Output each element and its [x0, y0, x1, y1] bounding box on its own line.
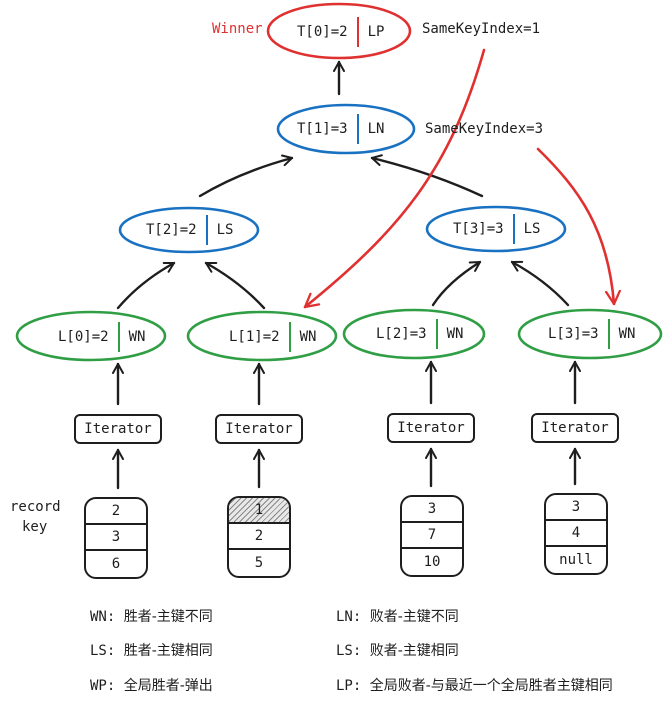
- tree-node-t1: T[1]=3 LN: [297, 114, 385, 144]
- tree-node-t0: T[0]=2 LP: [297, 17, 385, 47]
- iterator-3: Iterator: [531, 413, 619, 443]
- record-cell: null: [559, 552, 593, 568]
- node-tag: LS: [216, 222, 234, 238]
- leaf-node-l1: L[1]=2 WN: [229, 322, 317, 352]
- edge-l2-to-t3: [431, 260, 482, 307]
- leaf-node-l0: L[0]=2 WN: [58, 322, 146, 352]
- record-cell: 3: [86, 525, 146, 551]
- edge-l1-to-t2: [204, 261, 266, 310]
- same-key-index-mid: SameKeyIndex=3: [425, 121, 544, 137]
- record-cell: 6: [111, 556, 121, 572]
- same-key-pointer-3: [536, 147, 621, 306]
- node-divider: [288, 322, 291, 352]
- edge-t2-to-t1: [198, 154, 294, 198]
- node-tag: WN: [618, 326, 636, 342]
- node-divider: [117, 322, 120, 352]
- edge-l0-to-t2: [116, 261, 176, 310]
- legend-desc: 胜者-主键不同: [123, 609, 213, 625]
- legend-desc: 败者-主键相同: [369, 643, 459, 659]
- ellipse-t3: [425, 205, 567, 253]
- legend-ls-winner: LS: 胜者-主键相同: [90, 640, 213, 660]
- node-tag: LN: [367, 121, 385, 137]
- node-divider: [356, 114, 359, 144]
- legend-code: LS:: [336, 643, 362, 659]
- legend-wp: WP: 全局胜者-弹出: [90, 675, 213, 695]
- ellipse-l0: [15, 310, 167, 362]
- node-divider: [356, 17, 359, 47]
- node-divider: [607, 319, 610, 349]
- edge-t3-to-t1: [370, 154, 484, 198]
- legend-lp: LP: 全局败者-与最近一个全局胜者主键相同: [336, 675, 613, 695]
- ellipse-t0: [266, 2, 412, 60]
- node-divider: [435, 319, 438, 349]
- edge-l3-to-t3: [510, 260, 570, 307]
- ellipse-l3: [517, 308, 663, 360]
- node-key: L[0]=2: [58, 329, 109, 345]
- legend-code: LP:: [336, 678, 362, 694]
- record-cell: 4: [546, 521, 606, 547]
- iterator-1: Iterator: [215, 414, 303, 444]
- record-cell: 7: [402, 523, 462, 549]
- legend-ls-loser: LS: 败者-主键相同: [336, 640, 459, 660]
- tree-node-t2: T[2]=2 LS: [146, 215, 234, 245]
- record-cell: 3: [402, 497, 462, 523]
- node-key: T[3]=3: [453, 221, 504, 237]
- node-divider: [512, 214, 515, 244]
- legend-desc: 败者-主键不同: [369, 609, 459, 625]
- node-tag: WN: [446, 326, 464, 342]
- node-key: L[3]=3: [548, 326, 599, 342]
- legend-code: LS:: [90, 643, 116, 659]
- record-stack-1: 1 2 5: [227, 496, 291, 578]
- record-cell: 2: [86, 499, 146, 525]
- legend-desc: 全局败者-与最近一个全局胜者主键相同: [369, 678, 613, 694]
- same-key-index-top: SameKeyIndex=1: [422, 21, 541, 37]
- legend-code: WN:: [90, 609, 116, 625]
- legend-code: LN:: [336, 609, 362, 625]
- node-tag: WN: [128, 329, 146, 345]
- legend-desc: 胜者-主键相同: [123, 643, 213, 659]
- node-key: T[1]=3: [297, 121, 348, 137]
- node-tag: LS: [523, 221, 541, 237]
- node-key: T[0]=2: [297, 24, 348, 40]
- record-key-label-line1: record: [10, 499, 61, 515]
- legend-ln: LN: 败者-主键不同: [336, 606, 459, 626]
- iterator-0: Iterator: [74, 414, 162, 444]
- record-cell: 3: [546, 495, 606, 521]
- record-key-label-line2: key: [22, 519, 48, 535]
- leaf-node-l3: L[3]=3 WN: [548, 319, 636, 349]
- record-cell: 5: [254, 555, 264, 571]
- iterator-2: Iterator: [387, 413, 475, 443]
- legend-desc: 全局胜者-弹出: [123, 678, 213, 694]
- record-stack-0: 2 3 6: [84, 497, 148, 579]
- winner-label: Winner: [212, 21, 263, 37]
- same-key-pointer-1: [303, 48, 486, 309]
- node-key: T[2]=2: [146, 222, 197, 238]
- ellipse-t2: [118, 206, 260, 254]
- record-cell: 10: [423, 554, 441, 570]
- node-tag: WN: [299, 329, 317, 345]
- ellipse-t1: [276, 103, 416, 155]
- record-stack-2: 3 7 10: [400, 495, 464, 577]
- record-cell: 2: [229, 524, 289, 550]
- tree-node-t3: T[3]=3 LS: [453, 214, 541, 244]
- node-key: L[1]=2: [229, 329, 280, 345]
- node-tag: LP: [367, 24, 385, 40]
- ellipse-l1: [186, 310, 338, 362]
- node-divider: [205, 215, 208, 245]
- ellipse-l2: [342, 308, 486, 360]
- record-cell-consumed: 1: [229, 498, 289, 524]
- leaf-node-l2: L[2]=3 WN: [376, 319, 464, 349]
- legend-wn: WN: 胜者-主键不同: [90, 606, 213, 626]
- record-stack-3: 3 4 null: [544, 493, 608, 575]
- legend-code: WP:: [90, 678, 116, 694]
- node-key: L[2]=3: [376, 326, 427, 342]
